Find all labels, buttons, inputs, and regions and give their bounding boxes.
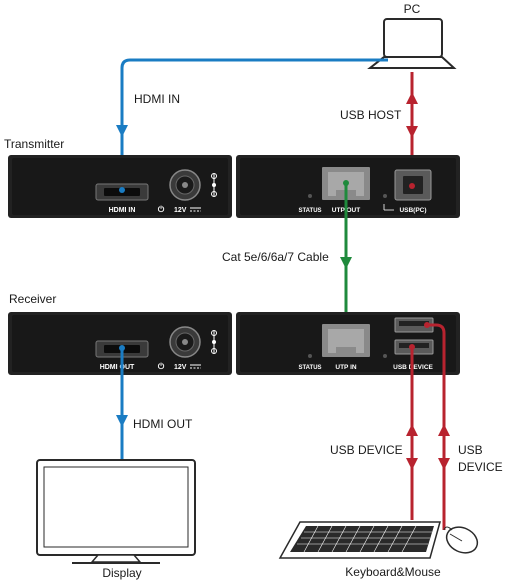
pc-label: PC — [404, 2, 421, 16]
usb-device-right-label-2: DEVICE — [458, 460, 503, 474]
rx-polarity-icon — [211, 330, 217, 354]
hdmi-in-arrow — [116, 125, 128, 137]
hdmi-out-arrow — [116, 415, 128, 427]
rx-hdmi-port-label: HDMI OUT — [100, 364, 135, 371]
tx-usb-label: USB(PC) — [399, 207, 426, 214]
receiver-rear-panel: STATUS UTP IN USB DEVICE — [236, 312, 460, 375]
hdmi-out-label: HDMI OUT — [133, 417, 193, 431]
usb-device-cable-mouse — [428, 323, 446, 530]
tx-power-label: 12V — [174, 207, 187, 214]
tx-power-icon: ⏻ — [158, 205, 165, 214]
hdmi-in-label: HDMI IN — [134, 92, 180, 106]
mouse-icon — [443, 526, 479, 554]
usb-host-arrow-up — [406, 92, 418, 104]
usb-device-arrow-up — [406, 424, 418, 436]
rx-power-label: 12V — [174, 364, 187, 371]
usb-device-arrow-down — [406, 458, 418, 470]
transmitter-label: Transmitter — [4, 137, 64, 151]
usb-device-arrow-up-2 — [438, 424, 450, 436]
usb-device-arrow-down-2 — [438, 458, 450, 470]
hdmi-in-cable — [120, 58, 388, 185]
usb-device-right-label-1: USB — [458, 443, 483, 457]
rx-power-icon: ⏻ — [158, 362, 165, 371]
receiver-front-panel: HDMI OUT ⏻ 12V — [8, 312, 232, 375]
pc-laptop-icon — [367, 18, 457, 69]
rx-status-led — [308, 354, 312, 358]
rx-utp-label: UTP IN — [335, 364, 356, 371]
receiver-label: Receiver — [9, 292, 56, 306]
tx-status-led — [308, 194, 312, 198]
display-label: Display — [102, 566, 141, 580]
tx-hdmi-port-label: HDMI IN — [109, 207, 136, 214]
transmitter-front-panel: HDMI IN ⏻ 12V — [8, 155, 232, 218]
display-monitor-icon — [36, 459, 196, 564]
cat-cable-label: Cat 5e/6/6a/7 Cable — [222, 250, 329, 264]
usb-device-left-label: USB DEVICE — [330, 443, 403, 457]
keyboard-icon — [278, 521, 441, 559]
keyboard-mouse-label: Keyboard&Mouse — [345, 565, 441, 579]
tx-status-label: STATUS — [298, 208, 321, 214]
transmitter-rear-panel: STATUS UTP OUT USB(PC) — [236, 155, 460, 218]
usb-host-arrow-down — [406, 126, 418, 138]
rx-status-label: STATUS — [298, 365, 321, 371]
cat-cable-arrow — [340, 257, 352, 269]
tx-polarity-icon — [211, 173, 217, 197]
usb-host-label: USB HOST — [340, 108, 402, 122]
